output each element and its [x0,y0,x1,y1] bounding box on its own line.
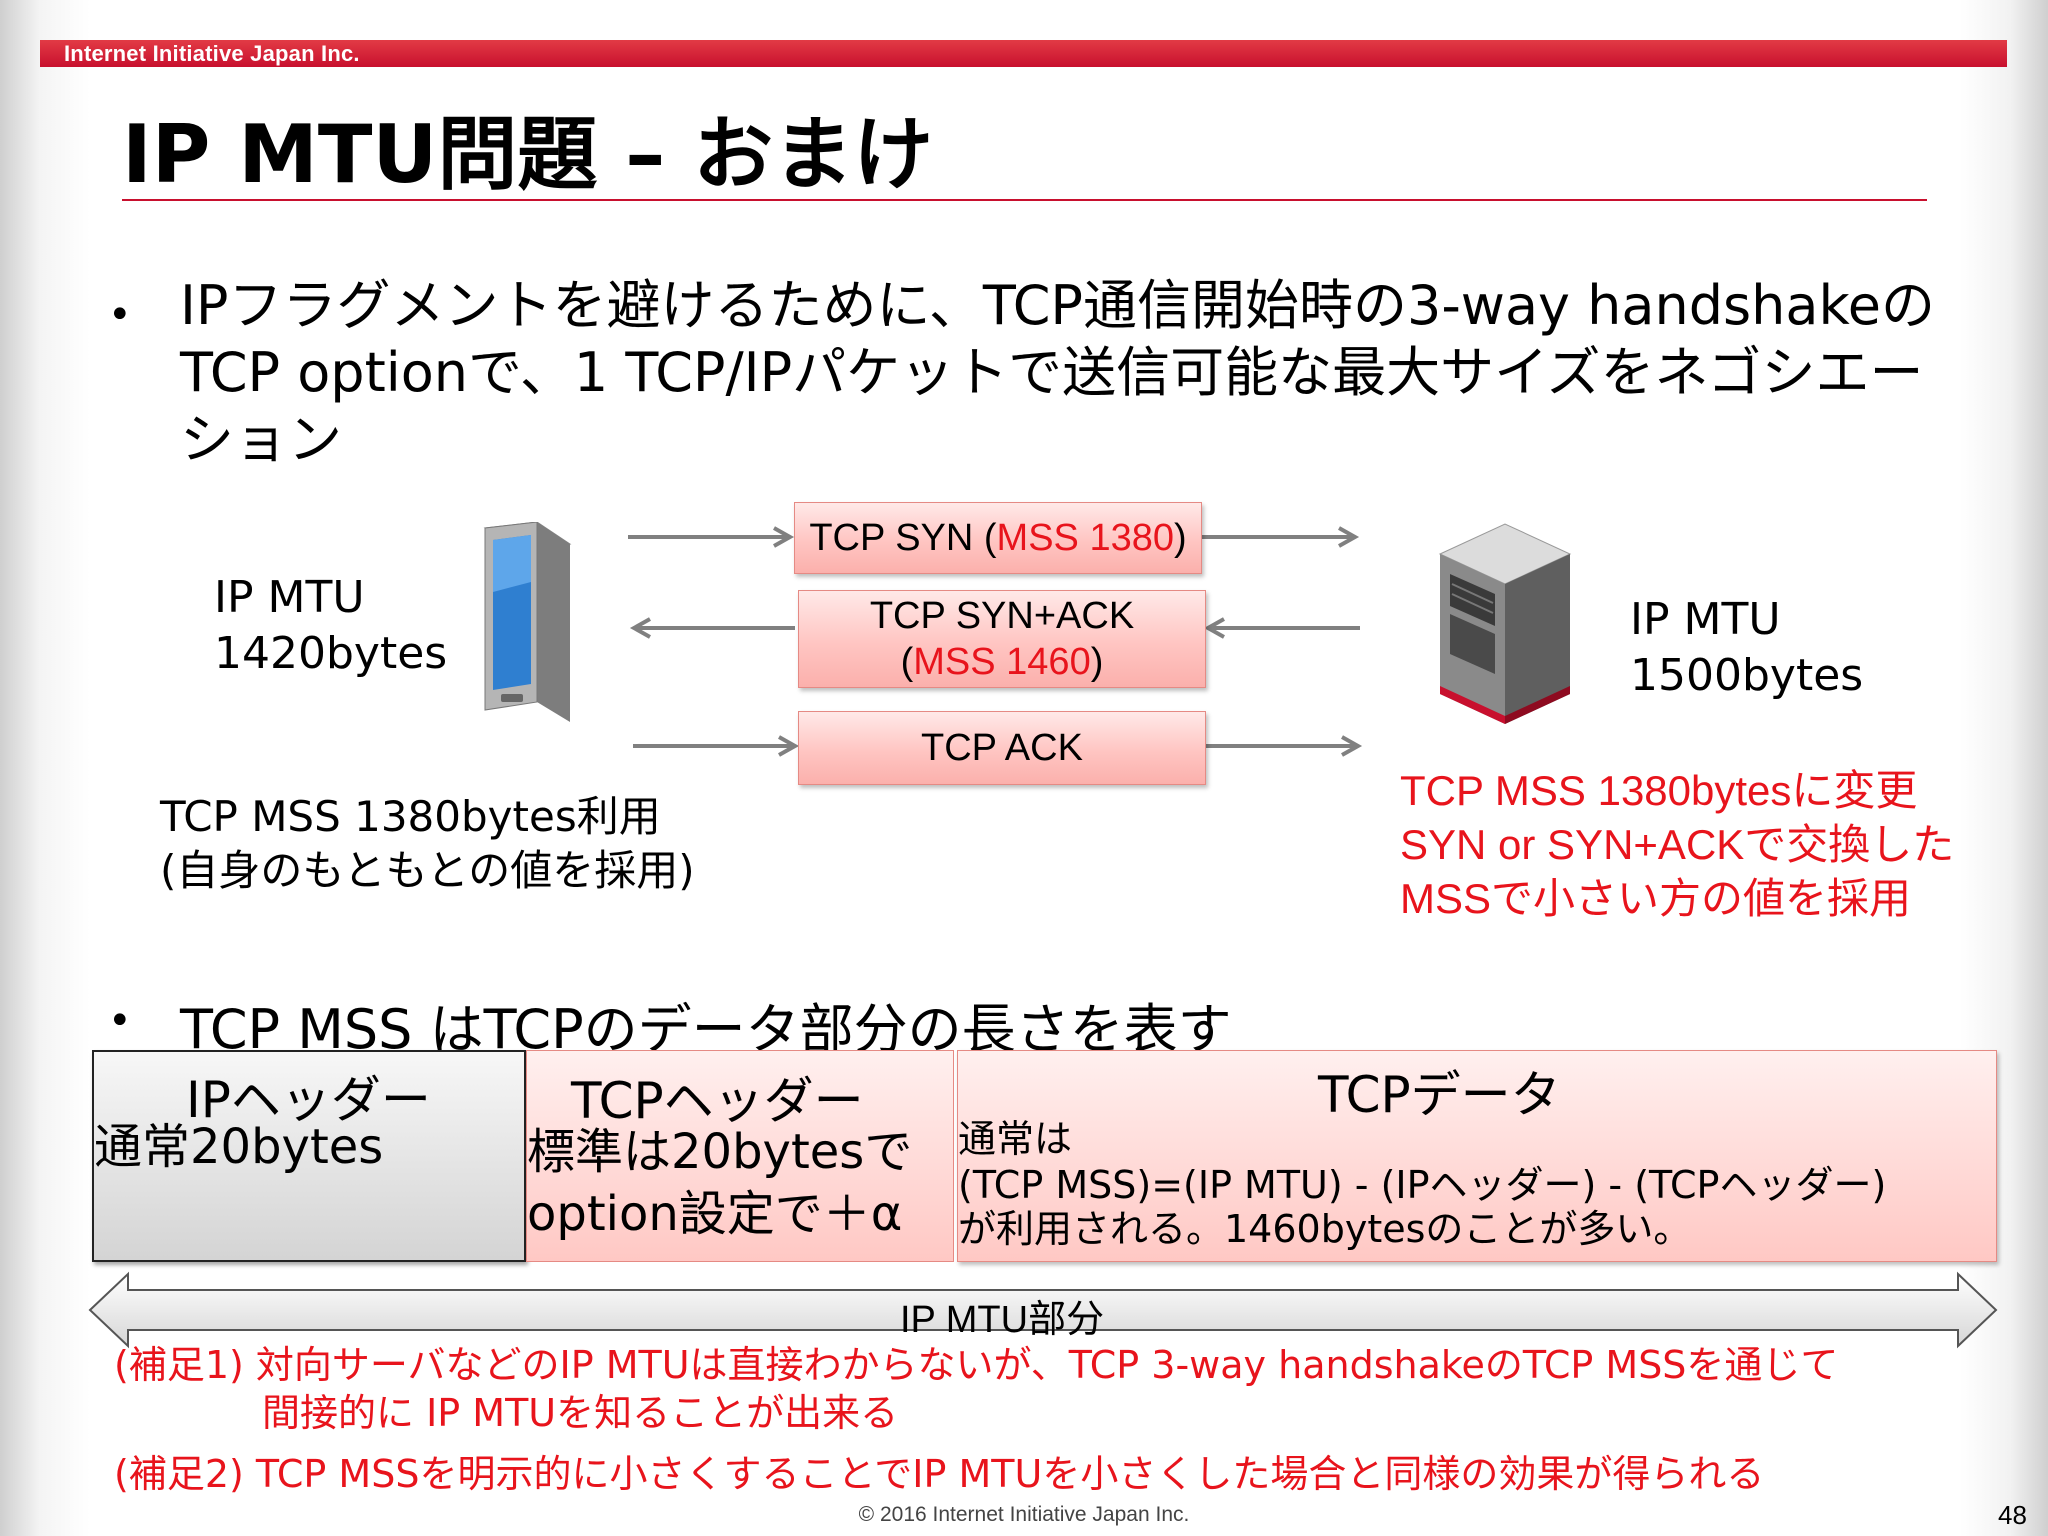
client-note-line2: (自身のもともとの値を採用) [160,846,695,895]
tcp-header-desc-line2: option設定で＋α [527,1186,903,1242]
tcp-data-line2: (TCP MSS)=(IP MTU) - (IPヘッダー) - (TCPヘッダー… [958,1163,1887,1207]
title-underline [122,199,1927,201]
footer-copyright: © 2016 Internet Initiative Japan Inc. [858,1503,1190,1526]
client-note-line1: TCP MSS 1380bytes利用 [160,792,661,841]
synack-mss: MSS 1460 [913,641,1091,683]
tcp-data-line1: 通常は [958,1117,1073,1161]
server-mtu-line2: 1500bytes [1630,650,1864,701]
syn-arrow [628,526,1360,548]
ip-header-desc: 通常20bytes [94,1119,384,1175]
ip-mtu-span-arrow [88,1271,1998,1349]
client-mtu-line2: 1420bytes [214,628,448,679]
mobile-device-icon [483,522,572,722]
client-mtu-label: IP MTU 1420bytes [214,570,447,682]
tcp-data-title: TCPデータ [1318,1066,1561,1124]
tcp-data-box: TCPデータ 通常は (TCP MSS)=(IP MTU) - (IPヘッダー)… [957,1050,1997,1262]
ip-header-box: IPヘッダー 通常20bytes [92,1050,526,1262]
server-note-line3: MSSで小さい方の値を採用 [1400,875,1912,922]
tcp-header-box: TCPヘッダー 標準は20bytesで option設定で＋α [526,1050,954,1262]
company-logo-text: Internet Initiative Japan Inc. [64,41,360,66]
synack-prefix: ( [900,641,914,683]
bullet-icon: • [108,292,132,338]
packet-tcp-syn: TCP SYN (MSS 1380) [794,502,1202,574]
page-number: 48 [1998,1500,2027,1530]
tcp-header-title: TCPヘッダー [571,1072,864,1130]
tcp-header-desc-line1: 標準は20bytesで [527,1124,913,1180]
server-note-line2: SYN or SYN+ACKで交換した [1400,821,1955,868]
server-mtu-line1: IP MTU [1630,594,1781,645]
server-icon [1438,523,1572,724]
bullet-text-1: IPフラグメントを避けるために、TCP通信開始時の3-way handshake… [180,274,1936,471]
synack-arrow [629,617,1360,639]
syn-mss: MSS 1380 [996,517,1174,559]
packet-tcp-ack: TCP ACK [798,711,1206,785]
supplement-1-line2: 間接的に IP MTUを知ることが出来る [262,1391,899,1435]
synack-suffix: ) [1090,641,1104,683]
syn-prefix: TCP SYN ( [809,517,997,559]
tcp-data-line3: が利用される。1460bytesのことが多い。 [958,1207,1692,1251]
supplement-1-line1: (補足1) 対向サーバなどのIP MTUは直接わからないが、TCP 3-way … [114,1343,1839,1387]
supplement-2: (補足2) TCP MSSを明示的に小さくすることでIP MTUを小さくした場合… [114,1452,1765,1496]
packet-tcp-synack: TCP SYN+ACK (MSS 1460) [798,590,1206,688]
ack-arrow [633,735,1363,757]
client-mtu-line1: IP MTU [214,572,365,623]
server-note-line1: TCP MSS 1380bytesに変更 [1400,767,1918,814]
synack-line1: TCP SYN+ACK [869,595,1135,637]
ip-mtu-span-label: IP MTU部分 [900,1299,1105,1341]
header-bar [40,40,2007,67]
server-note: TCP MSS 1380bytesに変更 SYN or SYN+ACKで交換した… [1400,764,1954,926]
server-mtu-label: IP MTU 1500bytes [1630,592,1863,704]
syn-suffix: ) [1174,517,1187,559]
bullet-icon: • [108,998,132,1044]
client-note: TCP MSS 1380bytes利用 (自身のもともとの値を採用) [160,790,695,898]
slide-title: IP MTU問題 – おまけ [122,108,934,201]
ip-header-title: IPヘッダー [186,1071,431,1129]
